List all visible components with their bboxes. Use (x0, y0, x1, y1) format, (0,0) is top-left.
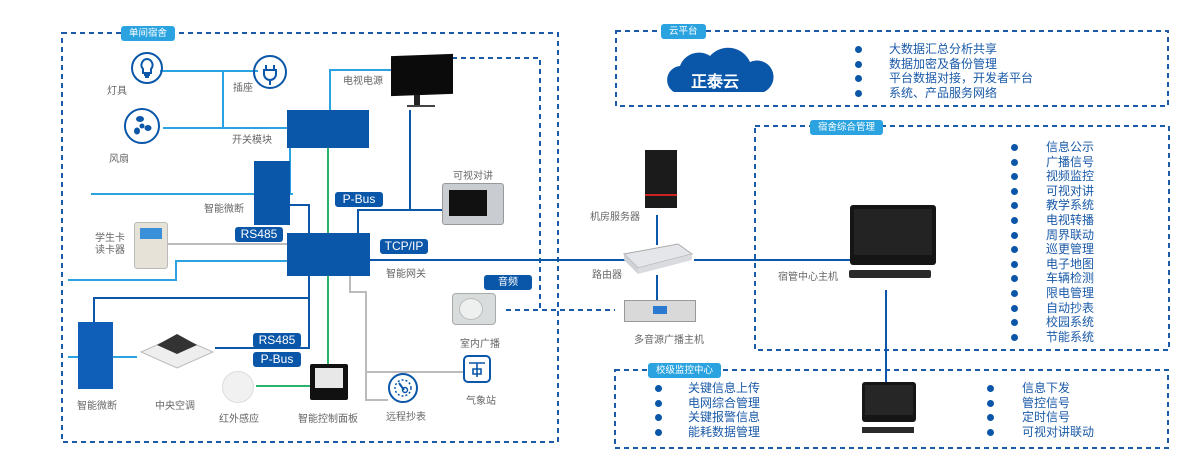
section-tag-dorm-room: 单间宿舍 (121, 26, 176, 41)
smart-panel-device (310, 364, 348, 400)
indoor-broadcast-label: 室内广播 (460, 339, 500, 350)
switch-module-block (287, 110, 369, 148)
cloud-feature: 大数据汇总分析共享 (855, 42, 1033, 57)
server-label: 机房服务器 (590, 212, 640, 223)
video-intercom-device (442, 183, 504, 225)
infrared-sensor-label: 红外感应 (219, 414, 259, 425)
dorm-mgmt-feature: 电视转播 (1011, 213, 1094, 228)
campus-monitor-left-list: 关键信息上传 电网综合管理 关键报警信息 能耗数据管理 (655, 381, 760, 439)
dorm-mgmt-feature: 电子地图 (1011, 257, 1094, 272)
cloud-feature: 数据加密及备份管理 (855, 57, 1033, 72)
cloud-brand: 正泰云 (691, 72, 740, 91)
lamp-icon (131, 52, 163, 84)
central-ac-label: 中央空调 (155, 401, 195, 412)
tv-monitor (391, 53, 453, 97)
dorm-mgmt-feature-list: 信息公示 广播信号 视频监控 可视对讲 教学系统 电视转播 周界联动 巡更管理 … (1011, 140, 1094, 344)
central-ac-device (137, 330, 215, 370)
audio-badge: 音频 (484, 275, 532, 290)
card-reader-label-line1: 学生卡 (95, 233, 125, 244)
dorm-host-label: 宿管中心主机 (778, 272, 838, 283)
campus-monitor-feature: 关键报警信息 (655, 410, 760, 425)
campus-monitor-pc (862, 382, 916, 422)
tcpip-badge: TCP/IP (380, 239, 428, 254)
remote-meter-icon (388, 373, 418, 403)
infrared-sensor-device (222, 371, 254, 403)
dorm-mgmt-feature: 广播信号 (1011, 155, 1094, 170)
section-tag-cloud: 云平台 (661, 24, 706, 39)
dorm-mgmt-feature: 周界联动 (1011, 228, 1094, 243)
cloud-feature-list: 大数据汇总分析共享 数据加密及备份管理 平台数据对接，开发者平台 系统、产品服务… (855, 42, 1033, 100)
broadcast-host-label: 多音源广播主机 (634, 335, 704, 346)
campus-monitor-right-list: 信息下发 管控信号 定时信号 可视对讲联动 (987, 381, 1094, 439)
tv-base (407, 105, 435, 107)
cloud-border (615, 30, 1169, 107)
campus-monitor-feature: 关键信息上传 (655, 381, 760, 396)
dorm-mgmt-feature: 自动抄表 (1011, 301, 1094, 316)
cloud-feature: 系统、产品服务网络 (855, 86, 1033, 101)
dorm-mgmt-feature: 可视对讲 (1011, 184, 1094, 199)
tv-stand (414, 95, 420, 105)
campus-monitor-feature: 电网综合管理 (655, 396, 760, 411)
dorm-mgmt-feature: 限电管理 (1011, 286, 1094, 301)
campus-monitor-feature: 管控信号 (987, 396, 1094, 411)
card-reader-device (134, 222, 168, 269)
card-reader-label-line2: 读卡器 (95, 245, 125, 256)
tv-dashed-link (452, 57, 541, 308)
indoor-speaker (452, 293, 496, 325)
dorm-mgmt-feature: 教学系统 (1011, 198, 1094, 213)
cloud-feature: 平台数据对接，开发者平台 (855, 71, 1033, 86)
campus-monitor-feature: 可视对讲联动 (987, 425, 1094, 440)
section-tag-dorm-mgmt: 宿舍综合管理 (810, 120, 884, 135)
dorm-mgmt-feature: 巡更管理 (1011, 242, 1094, 257)
dorm-mgmt-feature: 车辆检测 (1011, 271, 1094, 286)
campus-monitor-feature: 定时信号 (987, 410, 1094, 425)
rs485-bottom-badge: RS485 (253, 333, 301, 348)
campus-monitor-keyboard (862, 427, 914, 433)
broadcast-host-device (624, 300, 696, 322)
smart-panel-label: 智能控制面板 (298, 414, 358, 425)
rs485-top-badge: RS485 (235, 227, 283, 242)
weather-station-label: 气象站 (466, 396, 496, 407)
smart-breaker-top-label: 智能微断 (204, 204, 244, 215)
tv-power-label: 电视电源 (343, 76, 383, 87)
smart-breaker-bottom-label: 智能微断 (77, 401, 117, 412)
socket-icon (253, 55, 287, 89)
router-label: 路由器 (592, 270, 622, 281)
dorm-mgmt-feature: 节能系统 (1011, 330, 1094, 345)
campus-monitor-feature: 能耗数据管理 (655, 425, 760, 440)
campus-monitor-feature: 信息下发 (987, 381, 1094, 396)
fan-icon (124, 108, 160, 144)
card-reader-label: 学生卡 读卡器 (95, 233, 125, 257)
smart-breaker-top-block (254, 161, 290, 225)
dorm-mgmt-feature: 信息公示 (1011, 140, 1094, 155)
smart-breaker-bottom-block (78, 322, 113, 389)
switch-module-label: 开关模块 (232, 135, 272, 146)
smart-gateway-block (287, 233, 370, 276)
dorm-mgmt-feature: 视频监控 (1011, 169, 1094, 184)
server-tower (645, 150, 677, 208)
lamp-label: 灯具 (107, 86, 127, 97)
smart-gateway-label: 智能网关 (386, 269, 426, 280)
router-device (622, 240, 694, 274)
section-tag-campus-monitor: 校级监控中心 (648, 363, 722, 378)
remote-meter-label: 远程抄表 (386, 412, 426, 423)
dorm-host-monitor (850, 205, 936, 265)
video-intercom-label: 可视对讲 (453, 171, 493, 182)
weather-station-icon (463, 355, 491, 383)
socket-label: 插座 (233, 83, 253, 94)
dorm-room-border (61, 32, 559, 443)
pbus-bottom-badge: P-Bus (253, 352, 301, 367)
cloud-icon (660, 42, 778, 94)
dorm-mgmt-feature: 校园系统 (1011, 315, 1094, 330)
dorm-host-keyboard (849, 270, 931, 278)
fan-label: 风扇 (109, 154, 129, 165)
pbus-top-badge: P-Bus (335, 192, 383, 207)
dorm-mgmt-border (754, 125, 1170, 351)
